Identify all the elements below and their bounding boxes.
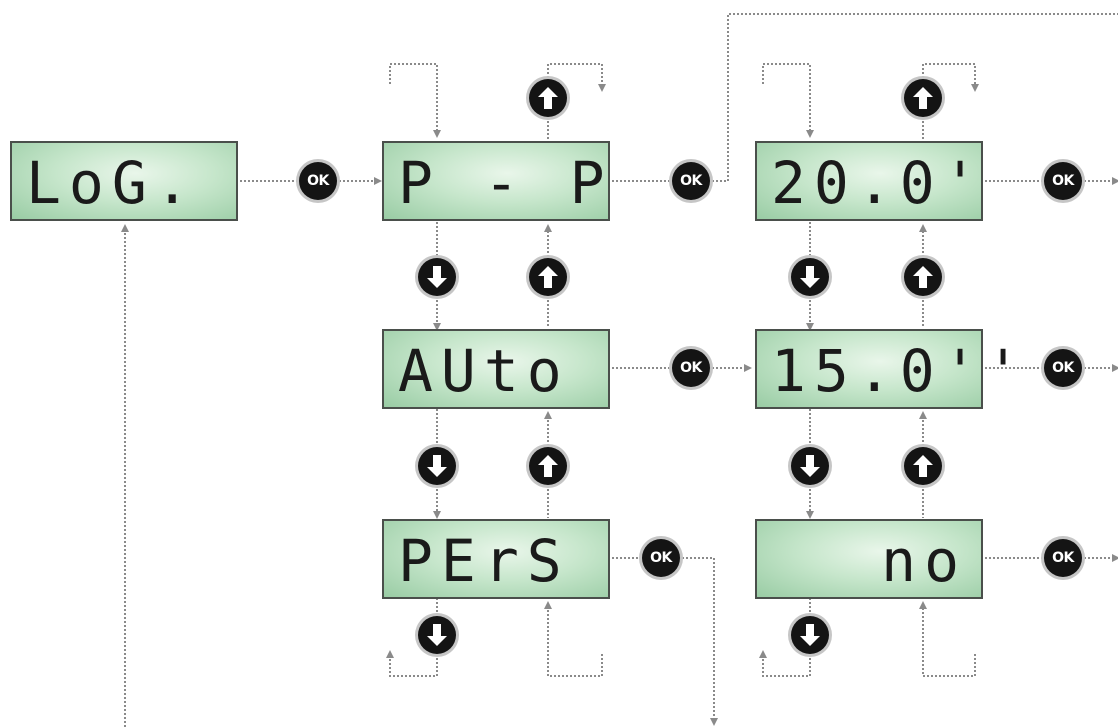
up-button-t20-top[interactable] [904, 79, 942, 117]
down-button-no-bottom[interactable] [791, 616, 829, 654]
arrow-up-icon [913, 87, 933, 109]
down-button-t15-no[interactable] [791, 447, 829, 485]
down-button-t20-t15[interactable] [791, 258, 829, 296]
down-button-pers-bottom[interactable] [418, 616, 456, 654]
ok-button-pp[interactable]: OK [672, 162, 710, 200]
ok-button-t20[interactable]: OK [1044, 162, 1082, 200]
display-no-text: no [881, 527, 967, 595]
ok-button-label: OK [650, 550, 672, 566]
arrow-down-icon [427, 266, 447, 288]
up-button-pp-top[interactable] [529, 79, 567, 117]
connector-ok-to-top [712, 13, 1118, 182]
arrow-up-icon [913, 455, 933, 477]
down-button-auto-pers[interactable] [418, 447, 456, 485]
display-no: no [755, 519, 983, 599]
ok-button-t15[interactable]: OK [1044, 349, 1082, 387]
display-t15-text: 15.0'' [771, 337, 1029, 405]
connector-pp-top-loop [389, 63, 441, 138]
connector-pers-up-loop [544, 601, 603, 677]
up-button-auto-pers[interactable] [529, 447, 567, 485]
ok-button-label: OK [1052, 360, 1074, 376]
display-pp: P - P [382, 141, 610, 221]
display-auto: AUto [382, 329, 610, 409]
display-pers: PErS [382, 519, 610, 599]
ok-button-pers[interactable]: OK [642, 539, 680, 577]
arrow-up-icon [538, 455, 558, 477]
display-log: LoG. [10, 141, 238, 221]
arrow-down-icon [800, 624, 820, 646]
ok-button-label: OK [680, 173, 702, 189]
arrow-up-icon [538, 266, 558, 288]
up-button-t20-t15[interactable] [904, 258, 942, 296]
arrow-down-icon [800, 455, 820, 477]
arrow-up-icon [913, 266, 933, 288]
arrow-up-icon [538, 87, 558, 109]
display-t15: 15.0'' [755, 329, 1029, 409]
ok-button-log[interactable]: OK [299, 162, 337, 200]
arrow-down-icon [800, 266, 820, 288]
up-button-t15-no[interactable] [904, 447, 942, 485]
ok-button-label: OK [680, 360, 702, 376]
connector-pers-down-loop [386, 650, 438, 677]
down-button-pp-auto[interactable] [418, 258, 456, 296]
ok-button-label: OK [1052, 550, 1074, 566]
display-t20-text: 20.0' [771, 149, 986, 217]
ok-button-auto[interactable]: OK [672, 349, 710, 387]
ok-button-label: OK [1052, 173, 1074, 189]
up-button-pp-auto[interactable] [529, 258, 567, 296]
display-log-text: LoG. [26, 149, 198, 217]
display-t20: 20.0' [755, 141, 983, 221]
ok-button-label: OK [307, 173, 329, 189]
arrow-down-icon [427, 455, 447, 477]
display-pers-text: PErS [398, 527, 570, 595]
connector-ok-down [682, 557, 718, 726]
arrow-down-icon [427, 624, 447, 646]
display-pp-text: P - P [398, 149, 613, 217]
ok-button-no[interactable]: OK [1044, 539, 1082, 577]
display-auto-text: AUto [398, 337, 570, 405]
